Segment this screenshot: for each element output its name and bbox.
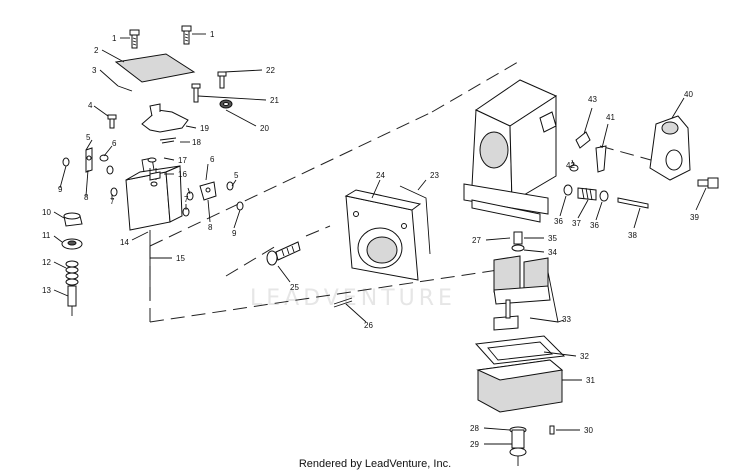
screw-38: [617, 197, 649, 209]
drain-30: [549, 425, 555, 435]
carburetor-body: [463, 79, 558, 223]
callout-38: 38: [628, 231, 637, 240]
small-parts-right: [182, 181, 244, 217]
callout-11: 11: [42, 231, 51, 240]
callout-17: 17: [178, 156, 187, 165]
callout-6a: 6: [112, 139, 117, 148]
callout-18: 18: [192, 138, 201, 147]
callout-labels: 1 1 2 3 4 5 5 6 6 7 7 8 8 9 9 10 11 12 1…: [42, 30, 699, 449]
callout-28: 28: [470, 424, 479, 433]
callout-19: 19: [200, 124, 209, 133]
callout-14: 14: [120, 238, 129, 247]
nut-10: [63, 212, 83, 227]
spring-37: [577, 187, 597, 201]
gasket-32: [474, 335, 566, 365]
callout-42: 42: [566, 161, 575, 170]
washer-20: [219, 99, 233, 109]
bracket-19: [141, 103, 189, 133]
callout-41: 41: [606, 113, 615, 122]
callout-4: 4: [88, 101, 93, 110]
callout-15: 15: [176, 254, 185, 263]
callout-30: 30: [584, 426, 593, 435]
callout-39: 39: [690, 213, 699, 222]
callout-22: 22: [266, 66, 275, 75]
callout-43: 43: [588, 95, 597, 104]
float-33: [493, 255, 551, 305]
callout-2: 2: [94, 46, 99, 55]
callout-1b: 1: [210, 30, 215, 39]
callout-10: 10: [42, 208, 51, 217]
needle-parts: [147, 157, 161, 187]
screw-22: [217, 71, 227, 89]
washer-36a: [563, 184, 573, 196]
watermark-text: LEADVENTURE: [250, 286, 456, 311]
small-parts-left: [62, 147, 118, 197]
callout-7b: 7: [184, 195, 189, 204]
callout-8b: 8: [208, 223, 213, 232]
top-screw-1b: [181, 25, 192, 45]
callout-6b: 6: [210, 155, 215, 164]
callout-27: 27: [472, 236, 481, 245]
fitting-43: [575, 131, 591, 149]
callout-9a: 9: [58, 185, 63, 194]
alignment-lines: [149, 61, 681, 323]
callout-34: 34: [548, 248, 557, 257]
callout-40: 40: [684, 90, 693, 99]
callout-16: 16: [178, 170, 187, 179]
bolt-25: [266, 241, 301, 266]
callout-32: 32: [580, 352, 589, 361]
clip-18: [159, 137, 177, 144]
washer-36b: [599, 190, 609, 202]
screw-21: [191, 83, 201, 103]
callout-20: 20: [260, 124, 269, 133]
callout-1a: 1: [112, 34, 117, 43]
callout-3: 3: [92, 66, 97, 75]
gasket-23: [399, 185, 431, 255]
callout-36a: 36: [554, 217, 563, 226]
callout-9b: 9: [232, 229, 237, 238]
cover-plate: [114, 53, 196, 83]
callout-5a: 5: [86, 133, 91, 142]
screw-39: [697, 177, 719, 189]
callout-21: 21: [270, 96, 279, 105]
callout-29: 29: [470, 440, 479, 449]
callout-33: 33: [562, 315, 571, 324]
bowl-31: [476, 359, 564, 413]
jet-28-29: [509, 426, 527, 466]
callout-23: 23: [430, 171, 439, 180]
callout-36b: 36: [590, 221, 599, 230]
callout-25: 25: [290, 283, 299, 292]
callout-7a: 7: [110, 197, 115, 206]
gasket-3: [117, 85, 133, 92]
top-screw-1a: [129, 29, 140, 49]
throttle-slide: [125, 157, 183, 231]
actuator-40: [649, 115, 691, 181]
adapter-24: [344, 189, 422, 281]
footer-credit: Rendered by LeadVenture, Inc.: [298, 458, 452, 470]
callout-31: 31: [586, 376, 595, 385]
leader-lines: [53, 33, 707, 445]
fitting-41: [595, 145, 607, 173]
washer-11: [61, 238, 83, 250]
oring-26: [333, 297, 353, 308]
callout-37: 37: [572, 219, 581, 228]
callout-5b: 5: [234, 171, 239, 180]
needle-valve: [493, 299, 519, 331]
spring-12: [65, 260, 79, 286]
callout-8a: 8: [84, 193, 89, 202]
callout-24: 24: [376, 171, 385, 180]
fitting-27-35: [511, 231, 525, 252]
plunger-13: [67, 285, 77, 316]
screw-4: [107, 114, 117, 129]
callout-12: 12: [42, 258, 51, 267]
callout-13: 13: [42, 286, 51, 295]
callout-35: 35: [548, 234, 557, 243]
callout-26: 26: [364, 321, 373, 330]
